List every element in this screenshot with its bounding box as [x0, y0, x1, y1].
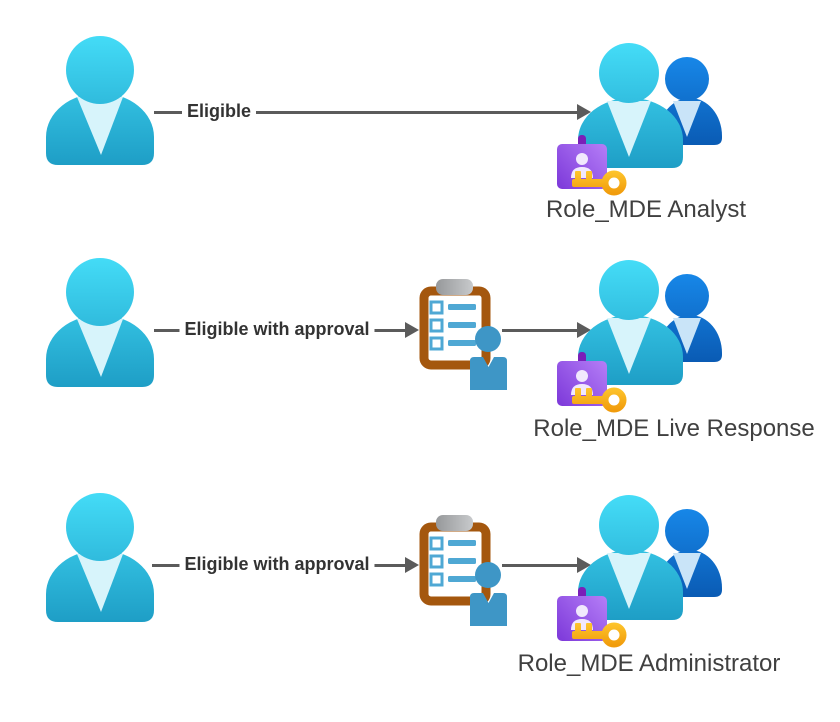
arrow-line — [502, 564, 578, 567]
user-icon — [40, 255, 160, 387]
arrow-line — [502, 329, 578, 332]
role-label: Role_MDE Analyst — [545, 196, 747, 223]
edge-label: Eligible with approval — [179, 554, 375, 576]
user-icon — [40, 33, 160, 165]
user-group-badge-key-icon — [556, 41, 726, 199]
edge-label: Eligible — [181, 101, 257, 123]
role-label: Role_MDE Live Response — [533, 415, 815, 442]
user-group-badge-key-icon — [556, 493, 726, 651]
arrow-line — [154, 111, 578, 114]
arrow-head-icon — [405, 322, 419, 338]
approval-checklist-icon-graphic — [418, 278, 512, 390]
edge-label: Eligible with approval — [179, 319, 375, 341]
user-icon-graphic — [40, 255, 160, 387]
user-group-icon-graphic — [556, 493, 726, 651]
user-group-badge-key-icon — [556, 258, 726, 416]
arrow-head-icon — [405, 557, 419, 573]
approval-checklist-icon — [418, 514, 512, 626]
approval-checklist-icon — [418, 278, 512, 390]
user-icon — [40, 490, 160, 622]
user-icon-graphic — [40, 490, 160, 622]
user-group-icon-graphic — [556, 41, 726, 199]
approval-checklist-icon-graphic — [418, 514, 512, 626]
role-label: Role_MDE Administrator — [517, 650, 781, 677]
user-icon-graphic — [40, 33, 160, 165]
user-group-icon-graphic — [556, 258, 726, 416]
